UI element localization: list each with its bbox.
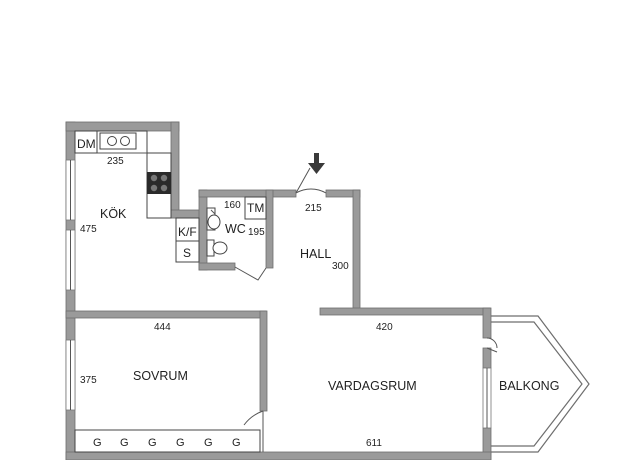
room-kitchen: KÖK <box>100 207 127 221</box>
room-bedroom: SOVRUM <box>133 369 188 383</box>
storage-cabinet <box>175 240 200 263</box>
kitchen-fixtures <box>74 130 200 263</box>
entrance-arrow-icon <box>308 153 325 174</box>
room-living: VARDAGSRUM <box>328 379 417 393</box>
kitchen-width: 235 <box>107 156 124 167</box>
wardrobe-row <box>74 429 261 453</box>
kitchen-depth: 475 <box>80 224 97 235</box>
bedroom-width: 444 <box>154 322 171 333</box>
dishwasher <box>74 130 98 154</box>
wardrobe-label: G <box>120 437 129 449</box>
hall-depth: 300 <box>332 261 349 272</box>
stove <box>147 172 171 194</box>
washer-label: TM <box>247 201 264 215</box>
room-hall: HALL <box>300 247 331 261</box>
living-width: 420 <box>376 322 393 333</box>
wardrobe-label: G <box>176 437 185 449</box>
storage-label: S <box>183 246 191 260</box>
washer <box>244 196 267 220</box>
toilet <box>212 241 228 255</box>
room-balcony: BALKONG <box>499 379 559 393</box>
bedroom-depth: 375 <box>80 375 97 386</box>
wardrobe-label: G <box>148 437 157 449</box>
room-wc: WC <box>225 222 246 236</box>
doors <box>234 167 498 452</box>
washbasin <box>207 214 221 230</box>
wardrobe-label: G <box>204 437 213 449</box>
wc-depth: 195 <box>248 227 265 238</box>
dishwasher-label: DM <box>77 137 96 151</box>
wardrobe-label: G <box>232 437 241 449</box>
wardrobe-label: G <box>93 437 102 449</box>
balcony <box>491 315 590 453</box>
fridge-freezer-label: K/F <box>178 225 197 239</box>
windows <box>65 159 492 429</box>
walls <box>65 121 492 460</box>
sink <box>99 132 137 150</box>
wc-width: 160 <box>224 200 241 211</box>
wc-fixtures <box>206 196 267 257</box>
living-bottom-dimension: 611 <box>366 438 382 449</box>
hall-width: 215 <box>305 203 322 214</box>
